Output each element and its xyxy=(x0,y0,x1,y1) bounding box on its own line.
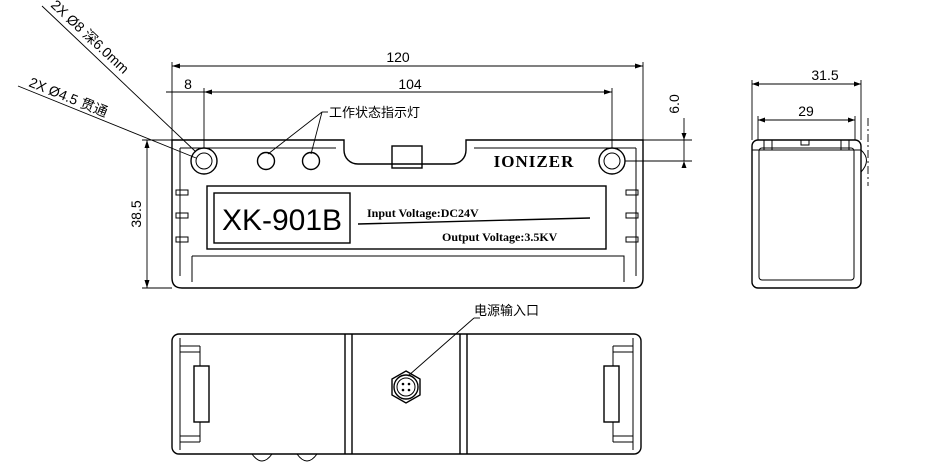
dim-side-outer: 31.5 xyxy=(811,67,838,83)
indicator-light-2 xyxy=(301,151,321,171)
dim-width-total: 120 xyxy=(386,49,410,65)
side-inner-outline xyxy=(758,147,855,281)
brand-text: IONIZER xyxy=(494,152,575,171)
power-input-connector xyxy=(391,370,421,404)
callout-hole-small: 2X Ø4.5 贯通 xyxy=(27,74,110,120)
dim-top-offset: 6.0 xyxy=(666,94,682,114)
front-inner-outline xyxy=(179,147,637,276)
callout-hole-large: 2X Ø8 深6.0mm xyxy=(48,0,132,77)
dim-side-inner: 29 xyxy=(798,103,814,119)
input-voltage-text: Input Voltage:DC24V xyxy=(367,206,479,220)
model-box xyxy=(213,192,351,244)
indicator-light-1 xyxy=(256,151,276,171)
output-voltage-text: Output Voltage:3.5KV xyxy=(442,230,558,244)
front-body-outline xyxy=(171,139,644,289)
top-connector xyxy=(391,145,423,169)
dim-hole-spacing: 104 xyxy=(398,76,422,92)
bottom-bump-left xyxy=(251,453,273,462)
side-body-outline xyxy=(751,139,862,289)
vent-slots-left xyxy=(175,189,189,243)
side-dimensions: 31.5 29 xyxy=(751,67,862,140)
bottom-view: 电源输入口 xyxy=(171,303,642,462)
front-dimensions: 120 104 8 6.0 38.5 2X Ø8 深6.0mm 2X Ø4.5 … xyxy=(17,0,692,289)
bottom-body-outline xyxy=(171,333,642,455)
clip-left xyxy=(180,345,210,443)
side-view xyxy=(751,118,869,289)
dim-left-offset: 8 xyxy=(184,76,192,92)
model-text: XK-901B xyxy=(222,204,342,237)
mounting-hole-right xyxy=(598,147,626,175)
label-divider xyxy=(357,217,591,225)
callout-power: 电源输入口 xyxy=(474,303,539,318)
label-plate xyxy=(206,185,607,250)
mounting-hole-left xyxy=(190,147,218,175)
bottom-bump-right xyxy=(296,453,318,462)
clip-right xyxy=(603,345,633,443)
vent-slots-right xyxy=(625,189,639,243)
front-lower-band xyxy=(191,255,625,282)
side-bump xyxy=(860,149,867,173)
callout-indicator: 工作状态指示灯 xyxy=(329,105,420,120)
front-view: XK-901B Input Voltage:DC24V Output Volta… xyxy=(171,139,644,289)
dim-height: 38.5 xyxy=(128,200,144,227)
